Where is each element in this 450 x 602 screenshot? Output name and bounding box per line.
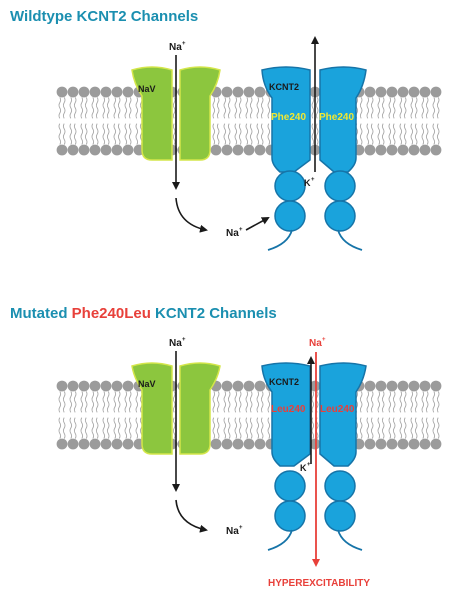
na-cyto-arrow-1 — [175, 197, 208, 233]
residue-left-1: Phe240 — [271, 112, 306, 123]
kcnt2-channel-2: KCNT2 Leu240 Leu240 — [261, 362, 367, 551]
svg-text:+: + — [239, 525, 243, 531]
kcnt2-channel-1: KCNT2 Phe240 Phe240 — [261, 66, 367, 251]
na-to-kcnt2-arrow-1 — [245, 217, 270, 231]
panel-2-title-prefix: Mutated — [10, 305, 72, 322]
panel-2-title-suffix: KCNT2 Channels — [150, 305, 277, 322]
k-efflux-1: K + — [304, 36, 319, 188]
panel-2-title-mutation: Phe240Leu — [71, 305, 151, 322]
residue-left-2: Leu240 — [271, 404, 306, 415]
na-cytoplasm-label-1: Na — [226, 228, 239, 239]
svg-text:+: + — [311, 177, 315, 183]
svg-text:+: + — [322, 337, 326, 343]
panel-mutated: NaV Na + Na + KCNT2 Leu240 Leu240 K — [56, 337, 442, 589]
lipid-bilayer-2 — [56, 380, 442, 450]
kcnt2-label-2: KCNT2 — [269, 377, 299, 387]
na-cyto-arrow-2 — [175, 499, 208, 533]
na-cytoplasm-label-2: Na — [226, 526, 239, 537]
na-leak-2: Na + HYPEREXCITABILITY — [268, 337, 370, 589]
panel-wildtype: NaV Na + Na + KCNT2 Phe240 Phe240 K — [56, 36, 442, 251]
nav-label-1: NaV — [138, 84, 156, 94]
k-efflux-2: K + — [300, 356, 315, 473]
svg-text:+: + — [182, 337, 186, 343]
nav-channel-2: NaV — [131, 362, 221, 455]
svg-text:+: + — [307, 462, 311, 468]
residue-right-1: Phe240 — [319, 112, 354, 123]
svg-text:+: + — [182, 41, 186, 47]
nav-channel-1: NaV — [131, 66, 221, 161]
nav-label-2: NaV — [138, 379, 156, 389]
panel-2-title: Mutated Phe240Leu KCNT2 Channels — [10, 305, 277, 322]
residue-right-2: Leu240 — [320, 404, 355, 415]
hyperexcitability-label: HYPEREXCITABILITY — [268, 578, 370, 589]
k-label-2: K — [300, 463, 307, 473]
na-influx-1: Na + Na + — [169, 41, 270, 239]
na-influx-2: Na + Na + — [169, 337, 243, 537]
panel-1-title: Wildtype KCNT2 Channels — [10, 8, 199, 25]
svg-text:+: + — [239, 227, 243, 233]
na-extracellular-label-2: Na — [169, 338, 182, 349]
na-leak-label-2: Na — [309, 338, 322, 349]
na-extracellular-label-1: Na — [169, 42, 182, 53]
lipid-bilayer-1 — [56, 86, 442, 156]
k-label-1: K — [304, 178, 311, 188]
kcnt2-label-1: KCNT2 — [269, 82, 299, 92]
